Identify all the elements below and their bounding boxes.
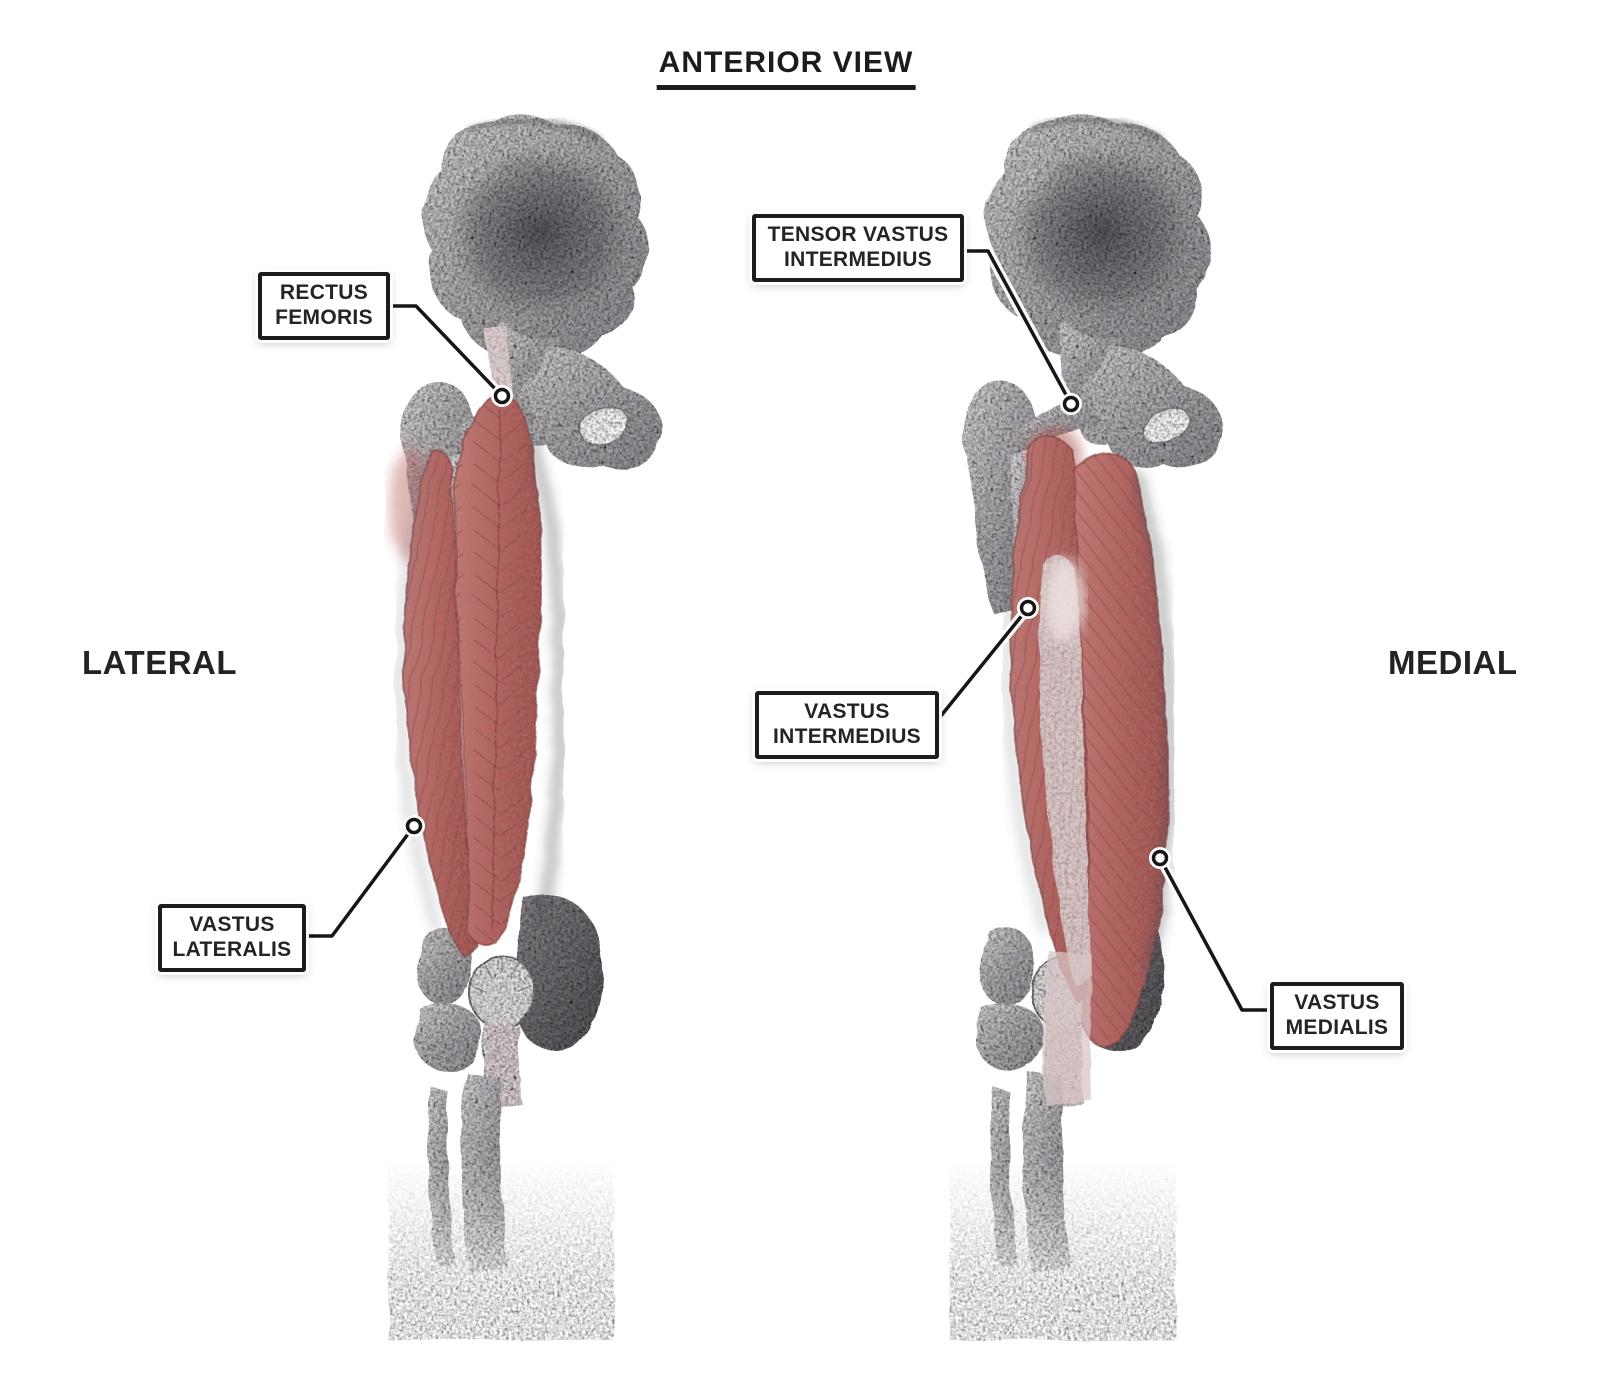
marker-tensor-vastus-intermedius — [1062, 395, 1080, 413]
patellar-tendon-overlay — [1042, 950, 1092, 1105]
side-label-lateral: LATERAL — [82, 644, 238, 681]
label-line: MEDIALIS — [1285, 1015, 1389, 1039]
label-line: INTERMEDIUS — [784, 247, 932, 271]
label-line: VASTUS — [1294, 991, 1380, 1014]
marker-vastus-lateralis — [405, 817, 423, 835]
label-vastus-intermedius: VASTUS INTERMEDIUS — [755, 691, 939, 759]
leader-tensor-vastus-intermedius — [960, 249, 1073, 406]
label-vastus-lateralis: VASTUS LATERALIS — [158, 904, 306, 972]
leader-lines — [299, 246, 1275, 1015]
label-line: RECTUS — [279, 281, 369, 304]
marker-rectus-femoris — [493, 387, 511, 405]
marker-vastus-intermedius — [1019, 599, 1037, 617]
page-title: ANTERIOR VIEW — [656, 46, 916, 90]
leader-vastus-lateralis — [302, 824, 416, 938]
label-line: INTERMEDIUS — [773, 724, 921, 748]
label-line: VASTUS — [189, 913, 275, 936]
label-line: TENSOR VASTUS — [767, 223, 949, 246]
label-line: VASTUS — [804, 700, 890, 723]
label-tensor-vastus-intermedius: TENSOR VASTUS INTERMEDIUS — [752, 214, 964, 282]
label-vastus-medialis: VASTUS MEDIALIS — [1270, 982, 1404, 1050]
side-label-medial: MEDIAL — [1388, 644, 1518, 681]
leader-endpoints — [403, 385, 1171, 869]
marker-vastus-medialis — [1151, 849, 1169, 867]
leader-vastus-medialis — [1158, 856, 1272, 1012]
right-leg-figure — [950, 113, 1224, 1340]
label-line: FEMORIS — [275, 305, 373, 329]
left-leg-figure — [388, 113, 662, 1340]
leader-rectus-femoris — [386, 304, 504, 398]
leader-vastus-intermedius — [934, 606, 1030, 724]
rectus-femoris-tendon — [484, 326, 514, 400]
label-line: LATERALIS — [172, 937, 292, 961]
label-rectus-femoris: RECTUS FEMORIS — [258, 272, 390, 340]
